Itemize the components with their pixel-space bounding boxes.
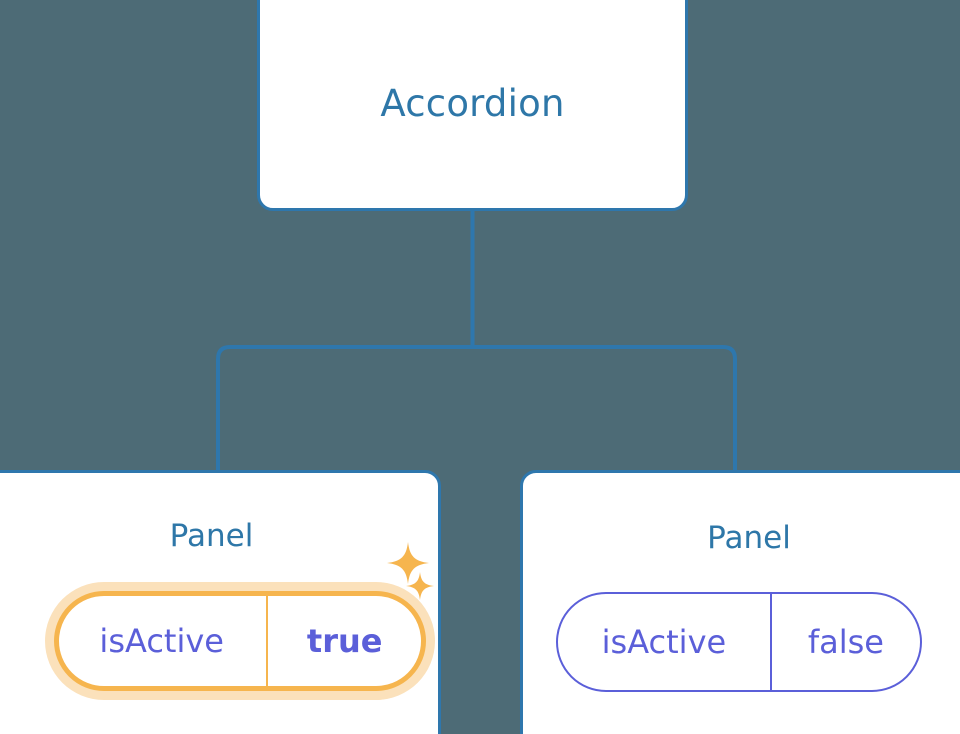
- prop-key: isActive: [601, 623, 727, 661]
- node-panel-label: Panel: [169, 518, 254, 554]
- connector-branch-right: [472, 345, 737, 472]
- node-panel-label: Panel: [707, 520, 791, 556]
- panel-content: Panel: [0, 473, 438, 734]
- prop-key: isActive: [99, 622, 224, 660]
- node-accordion-label: Accordion: [380, 82, 565, 125]
- prop-pill-isactive-false[interactable]: isActive false: [556, 592, 922, 692]
- prop-pill-isactive-true[interactable]: isActive true: [54, 591, 426, 691]
- panel-content: Panel: [523, 473, 960, 734]
- node-accordion[interactable]: Accordion: [257, 0, 688, 211]
- prop-value: true: [266, 596, 421, 686]
- prop-value: false: [769, 594, 920, 690]
- connector-branch-left: [216, 345, 473, 472]
